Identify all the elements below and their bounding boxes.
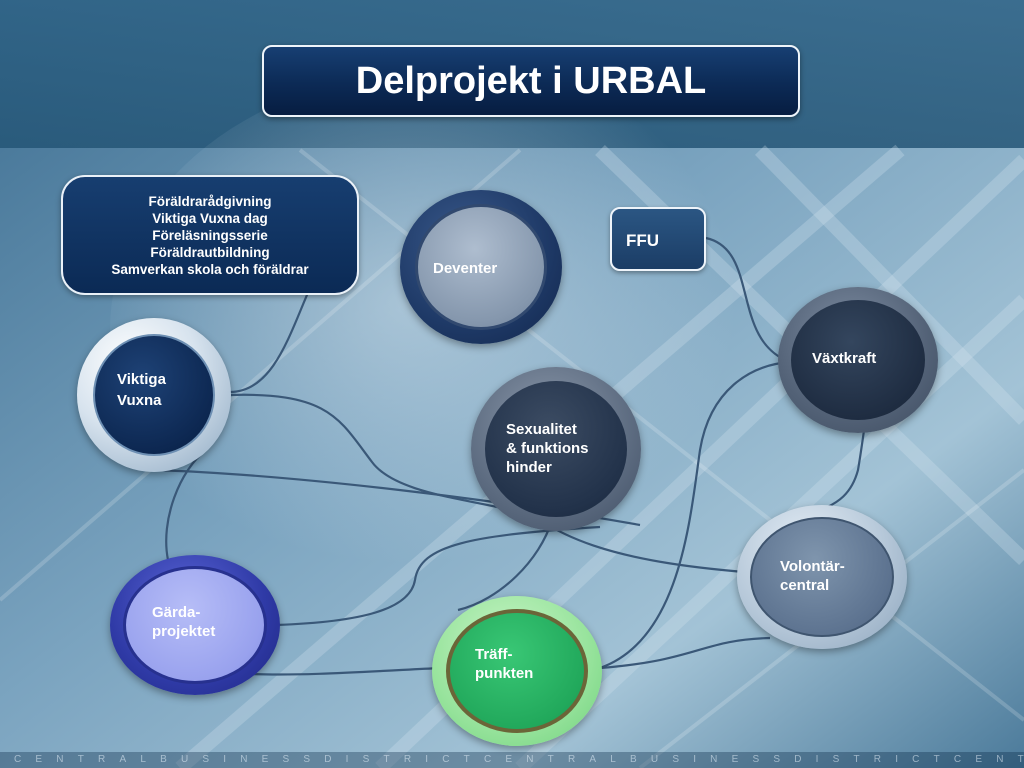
list-item: Föreläsningsserie [152,227,268,243]
ffu-label: FFU [626,231,660,250]
activities-list-box: Föräldrarådgivning Viktiga Vuxna dag För… [61,175,359,295]
node-label-line: hinder [506,459,552,476]
node-sexualitet: Sexualitet & funktions hinder [471,367,641,531]
list-item: Samverkan skola och föräldrar [111,261,309,277]
node-label: Växtkraft [812,350,877,367]
node-label-line: projektet [152,623,216,640]
node-label-line: central [780,577,830,594]
node-label-line: Vuxna [117,392,162,409]
node-volontar-central: Volontär- central [737,505,907,649]
node-deventer: Deventer [400,190,562,344]
page-title: Delprojekt i URBAL [355,59,707,102]
list-item: Föräldrarådgivning [148,193,272,209]
node-viktiga-vuxna: Viktiga Vuxna [77,318,231,472]
title-box: Delprojekt i URBAL [262,45,800,117]
list-item: Föräldrautbildning [150,244,270,260]
node-label-line: Gärda- [152,604,201,621]
ffu-box: FFU [610,207,706,271]
node-traff-punkten: Träff- punkten [432,596,602,746]
list-item: Viktiga Vuxna dag [152,210,268,226]
node-label-line: punkten [475,665,534,682]
node-label-line: Viktiga [117,371,166,388]
node-label-line: & funktions [506,440,589,457]
node-label-line: Sexualitet [506,421,577,438]
node-label-line: Träff- [475,646,513,663]
node-vaxtkraft: Växtkraft [778,287,938,433]
node-label-line: Volontär- [780,558,845,575]
footer-strip [0,752,1024,768]
node-label: Deventer [433,260,498,277]
node-garda-projektet: Gärda- projektet [110,555,280,695]
footer-watermark-text: CENTRALBUSINESSDISTRICTCENTRALBUSINESSDI… [14,754,1024,765]
